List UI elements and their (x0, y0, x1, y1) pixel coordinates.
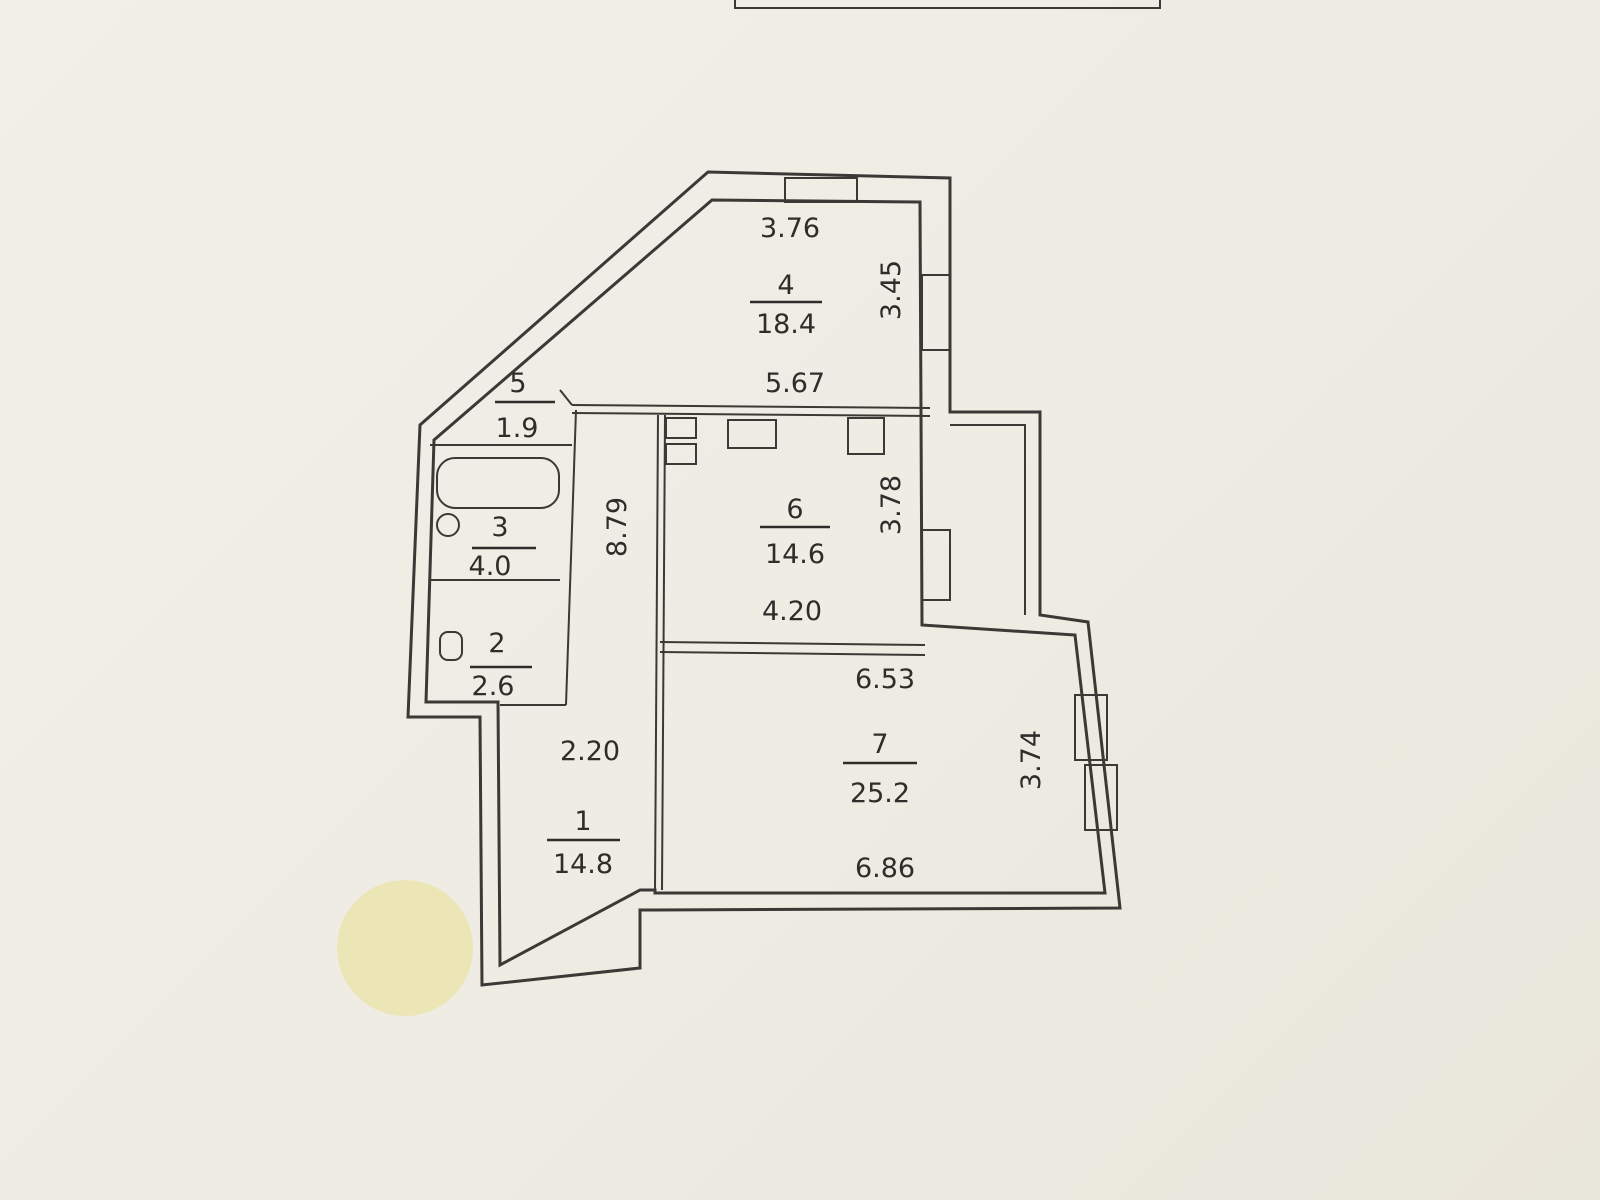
room-5-label: 5 1.9 (495, 368, 555, 444)
dimension-label: 3.78 (876, 475, 907, 535)
window (1084, 764, 1118, 831)
room-1-label: 1 14.8 (547, 806, 620, 880)
wall-room6-bottom-inner (659, 651, 926, 656)
room-number: 2 (488, 628, 505, 659)
window (1074, 694, 1108, 761)
dimension-label: 6.53 (855, 664, 915, 695)
dimension-label: 3.76 (760, 213, 820, 244)
room-number: 7 (871, 729, 888, 760)
dimension-label: 6.86 (855, 853, 915, 884)
wall-bath-right (565, 409, 577, 706)
room-2-label: 2 2.6 (470, 628, 532, 702)
room-4-label: 4 18.4 (750, 270, 822, 340)
dimension-label: 3.45 (876, 260, 907, 320)
dimension-label: 2.20 (560, 736, 620, 767)
room-area: 1.9 (496, 413, 539, 444)
room-3-label: 3 4.0 (469, 512, 536, 582)
wall-room6-bottom (659, 641, 926, 646)
room-number: 1 (574, 806, 591, 837)
room-area: 14.8 (553, 849, 613, 880)
room-number: 5 (509, 368, 526, 399)
outer-wall (406, 170, 1122, 987)
wall-corridor (654, 414, 659, 891)
room-7-label: 7 25.2 (843, 729, 917, 809)
wall-room4-bottom-inner (571, 412, 931, 417)
dimension-label: 3.74 (1016, 730, 1047, 790)
room-area: 25.2 (850, 778, 910, 809)
door-room5 (559, 389, 573, 406)
dimension-label: 4.20 (762, 596, 822, 627)
marker-circle (337, 880, 473, 1016)
dimension-label: 8.79 (602, 497, 633, 557)
room-area: 18.4 (756, 309, 816, 340)
room-6-label: 6 14.6 (760, 494, 830, 570)
inner-wall (424, 198, 1107, 968)
balcony (950, 424, 1026, 615)
frame-edge (734, 0, 1161, 9)
toilet-icon (439, 631, 463, 661)
cabinet-icon (665, 443, 697, 465)
room-area: 4.0 (469, 551, 512, 582)
dimension-label: 5.67 (765, 368, 825, 399)
wall-room4-bottom (571, 404, 931, 409)
bathtub-icon (436, 457, 560, 509)
room-number: 4 (777, 270, 794, 301)
kitchen-sink-icon (727, 419, 777, 449)
sink-icon (436, 513, 460, 537)
window (921, 274, 951, 351)
room-number: 6 (786, 494, 803, 525)
stove-icon (847, 417, 885, 455)
room-area: 2.6 (472, 671, 515, 702)
room-area: 14.6 (765, 539, 825, 570)
room-number: 3 (491, 512, 508, 543)
window (921, 529, 951, 601)
window (784, 177, 858, 203)
cabinet-icon (665, 417, 697, 439)
